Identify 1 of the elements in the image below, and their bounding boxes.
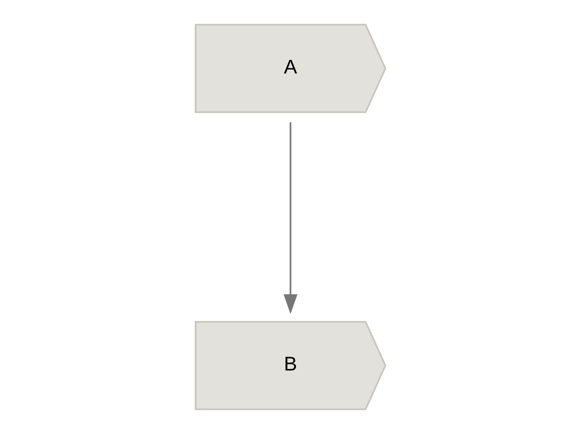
arrow: [283, 122, 297, 314]
